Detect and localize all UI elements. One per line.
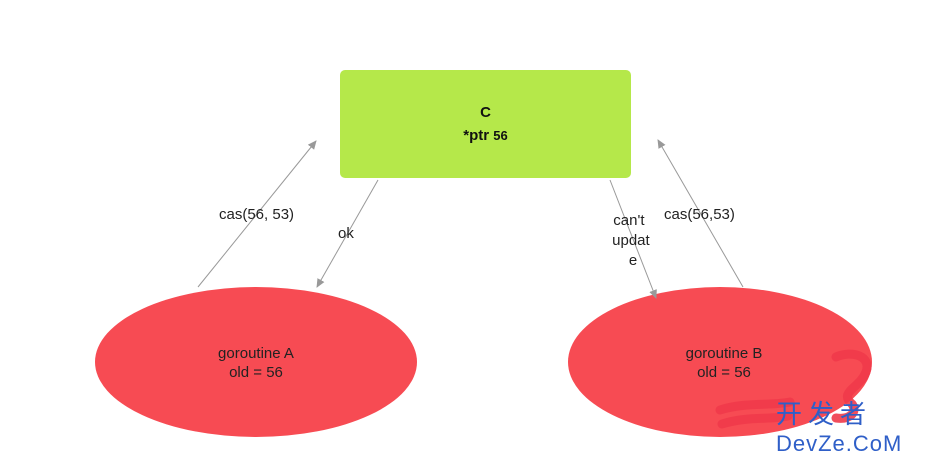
goroutine-a-old-value: old = 56: [229, 364, 283, 381]
goroutine-b-name: goroutine B: [686, 345, 763, 362]
arrow-b-to-c: [657, 139, 744, 288]
goroutine-a-name: goroutine A: [218, 345, 294, 362]
pointer-label: *ptr: [463, 127, 493, 144]
edge-label-c-to-b: can't updat e: [612, 212, 654, 269]
shared-variable-pointer: *ptr 56: [463, 127, 507, 144]
edge-label-c-to-a: ok: [338, 225, 354, 242]
arrow-c-to-a: [316, 179, 379, 288]
goroutine-a-node: [95, 287, 417, 437]
watermark-scribble: [715, 349, 872, 429]
watermark-chinese: 开发者: [776, 399, 872, 429]
arrow-a-to-c: [197, 140, 317, 288]
edge-label-c-to-b-line-2: updat: [612, 232, 650, 249]
pointer-value: 56: [493, 128, 507, 143]
watermark-english: DevZe.CoM: [776, 431, 902, 456]
edge-label-b-to-c: cas(56,53): [664, 206, 735, 223]
shared-variable-box: [340, 70, 631, 178]
edge-label-c-to-b-line-3: e: [629, 252, 637, 269]
goroutine-b-node: [568, 287, 872, 437]
goroutine-b-old-value: old = 56: [697, 364, 751, 381]
edge-label-a-to-c: cas(56, 53): [219, 206, 294, 223]
edge-label-c-to-b-line-1: can't: [613, 212, 645, 229]
shared-variable-title: C: [480, 104, 491, 121]
arrow-c-to-b: [609, 179, 657, 299]
